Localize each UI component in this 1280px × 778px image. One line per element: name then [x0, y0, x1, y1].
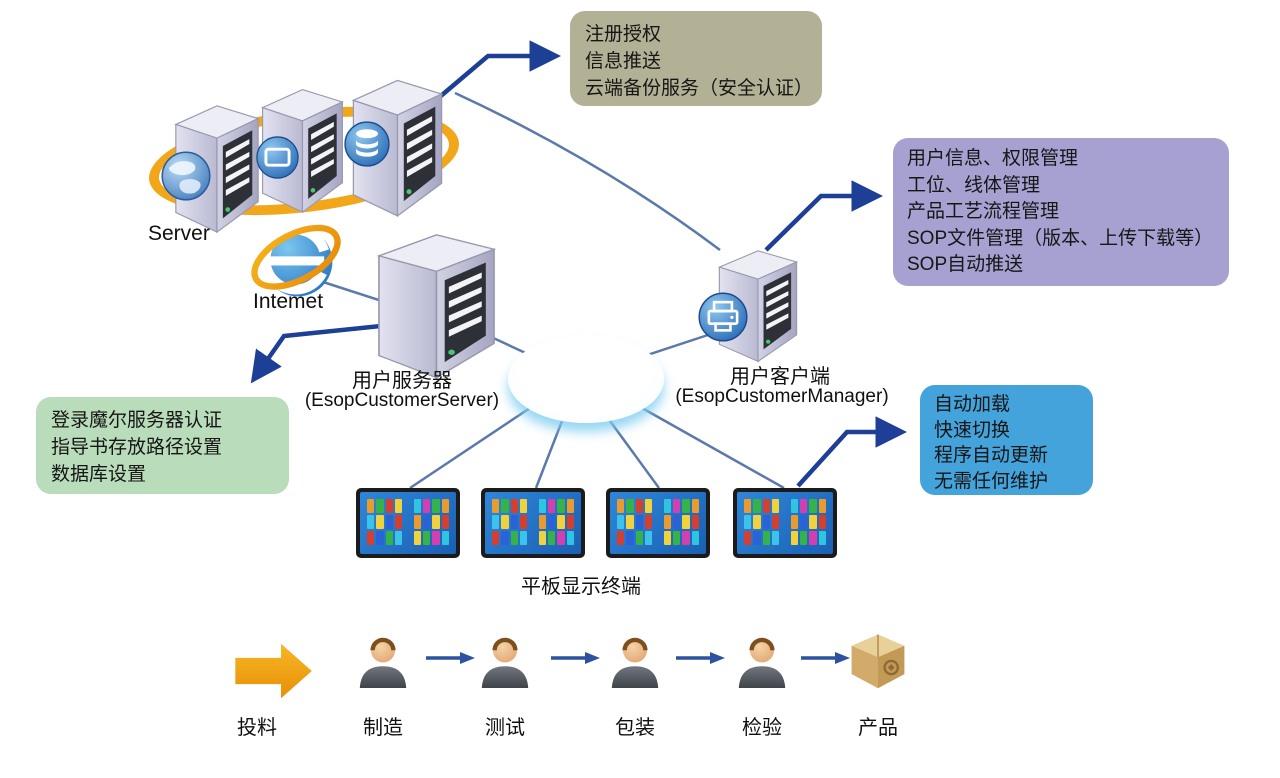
- management-line: 产品工艺流程管理: [907, 201, 1060, 222]
- windows8-screen: [737, 492, 833, 554]
- client-features-line: 程序自动更新: [934, 445, 1049, 466]
- line-cloud-to-tablet-4: [641, 406, 785, 490]
- flow-arrow-icon: [676, 651, 726, 665]
- line-cloud-to-tablet-1: [409, 406, 531, 490]
- user-client-label-en: (EsopCustomerManager): [675, 386, 889, 407]
- windows8-tiles: [367, 499, 449, 545]
- cloud-services-line: 信息推送: [585, 51, 662, 72]
- server-config-line: 登录魔尔服务器认证: [51, 410, 223, 431]
- user-server-label-cn: 用户服务器: [352, 370, 452, 392]
- line-internet-to-server: [319, 279, 389, 305]
- windows8-screen: [360, 492, 456, 554]
- user-server-icon: [368, 226, 505, 381]
- client-features-line: 快速切换: [934, 419, 1011, 441]
- arrow-tablet-to-featurebox: [796, 416, 907, 488]
- flow-step-label: 测试: [485, 717, 525, 739]
- client-features-line: 自动加载: [934, 394, 1011, 415]
- server-cluster-label: Server: [148, 222, 210, 245]
- management-line: SOP文件管理（版本、上传下载等）: [907, 227, 1214, 249]
- tablet-terminal: [733, 488, 837, 558]
- flow-arrow-icon: [426, 651, 476, 665]
- worker-icon: [733, 630, 791, 688]
- worker-icon: [476, 630, 534, 688]
- flow-arrow-icon: [551, 651, 601, 665]
- cloud-services-line: 注册授权: [585, 24, 662, 45]
- monitor-badge-icon: [256, 136, 299, 179]
- printer-badge-icon: [698, 292, 748, 342]
- windows8-tiles: [492, 499, 574, 545]
- server-config-line: 指导书存放路径设置: [51, 437, 223, 458]
- management-line: 用户信息、权限管理: [907, 148, 1079, 169]
- windows8-screen: [610, 492, 706, 554]
- package-box-icon: [845, 626, 911, 692]
- server-config-box: 登录魔尔服务器认证 指导书存放路径设置 数据库设置: [36, 397, 289, 494]
- tablet-terminal: [606, 488, 710, 558]
- flow-step-label: 检验: [742, 717, 782, 739]
- internet-label: Intemet: [253, 290, 324, 313]
- flow-step-label: 产品: [858, 717, 898, 739]
- tablet-terminal: [356, 488, 460, 558]
- cloud-services-line: 云端备份服务（安全认证）: [585, 78, 814, 99]
- flow-step-label: 投料: [237, 717, 277, 739]
- flow-arrow-icon: [801, 651, 851, 665]
- management-features-box: 用户信息、权限管理 工位、线体管理 产品工艺流程管理 SOP文件管理（版本、上传…: [893, 138, 1229, 286]
- windows8-screen: [485, 492, 581, 554]
- client-features-line: 无需任何维护: [934, 470, 1049, 492]
- line-cloud-to-tablet-3: [608, 420, 661, 489]
- tablet-terminal-label: 平板显示终端: [521, 576, 641, 598]
- globe-icon: [161, 151, 211, 201]
- windows8-tiles: [744, 499, 826, 545]
- management-line: SOP自动推送: [907, 254, 1024, 275]
- flow-step-label: 包装: [615, 717, 655, 739]
- arrow-server-to-configbox: [250, 319, 421, 384]
- gold-arrow-icon: [235, 643, 312, 699]
- user-server-label-en: (EsopCustomerServer): [304, 390, 500, 411]
- arrow-client-to-mgmtbox: [764, 180, 883, 252]
- line-cluster-to-client: [454, 91, 721, 252]
- server-config-line: 数据库设置: [51, 464, 147, 485]
- windows8-tiles: [617, 499, 699, 545]
- line-cloud-to-tablet-2: [534, 420, 564, 489]
- internet-explorer-icon: [251, 224, 341, 297]
- flow-step-label: 制造: [363, 717, 403, 739]
- worker-icon: [606, 630, 664, 688]
- user-client-label-cn: 用户客户端: [730, 366, 830, 388]
- tablet-terminal: [481, 488, 585, 558]
- worker-icon: [354, 630, 412, 688]
- management-line: 工位、线体管理: [907, 174, 1041, 196]
- cloud-services-box: 注册授权 信息推送 云端备份服务（安全认证）: [570, 11, 822, 106]
- network-hub-cloud: [508, 335, 664, 423]
- database-badge-icon: [344, 121, 390, 167]
- client-features-box: 自动加载 快速切换 程序自动更新 无需任何维护: [920, 385, 1093, 495]
